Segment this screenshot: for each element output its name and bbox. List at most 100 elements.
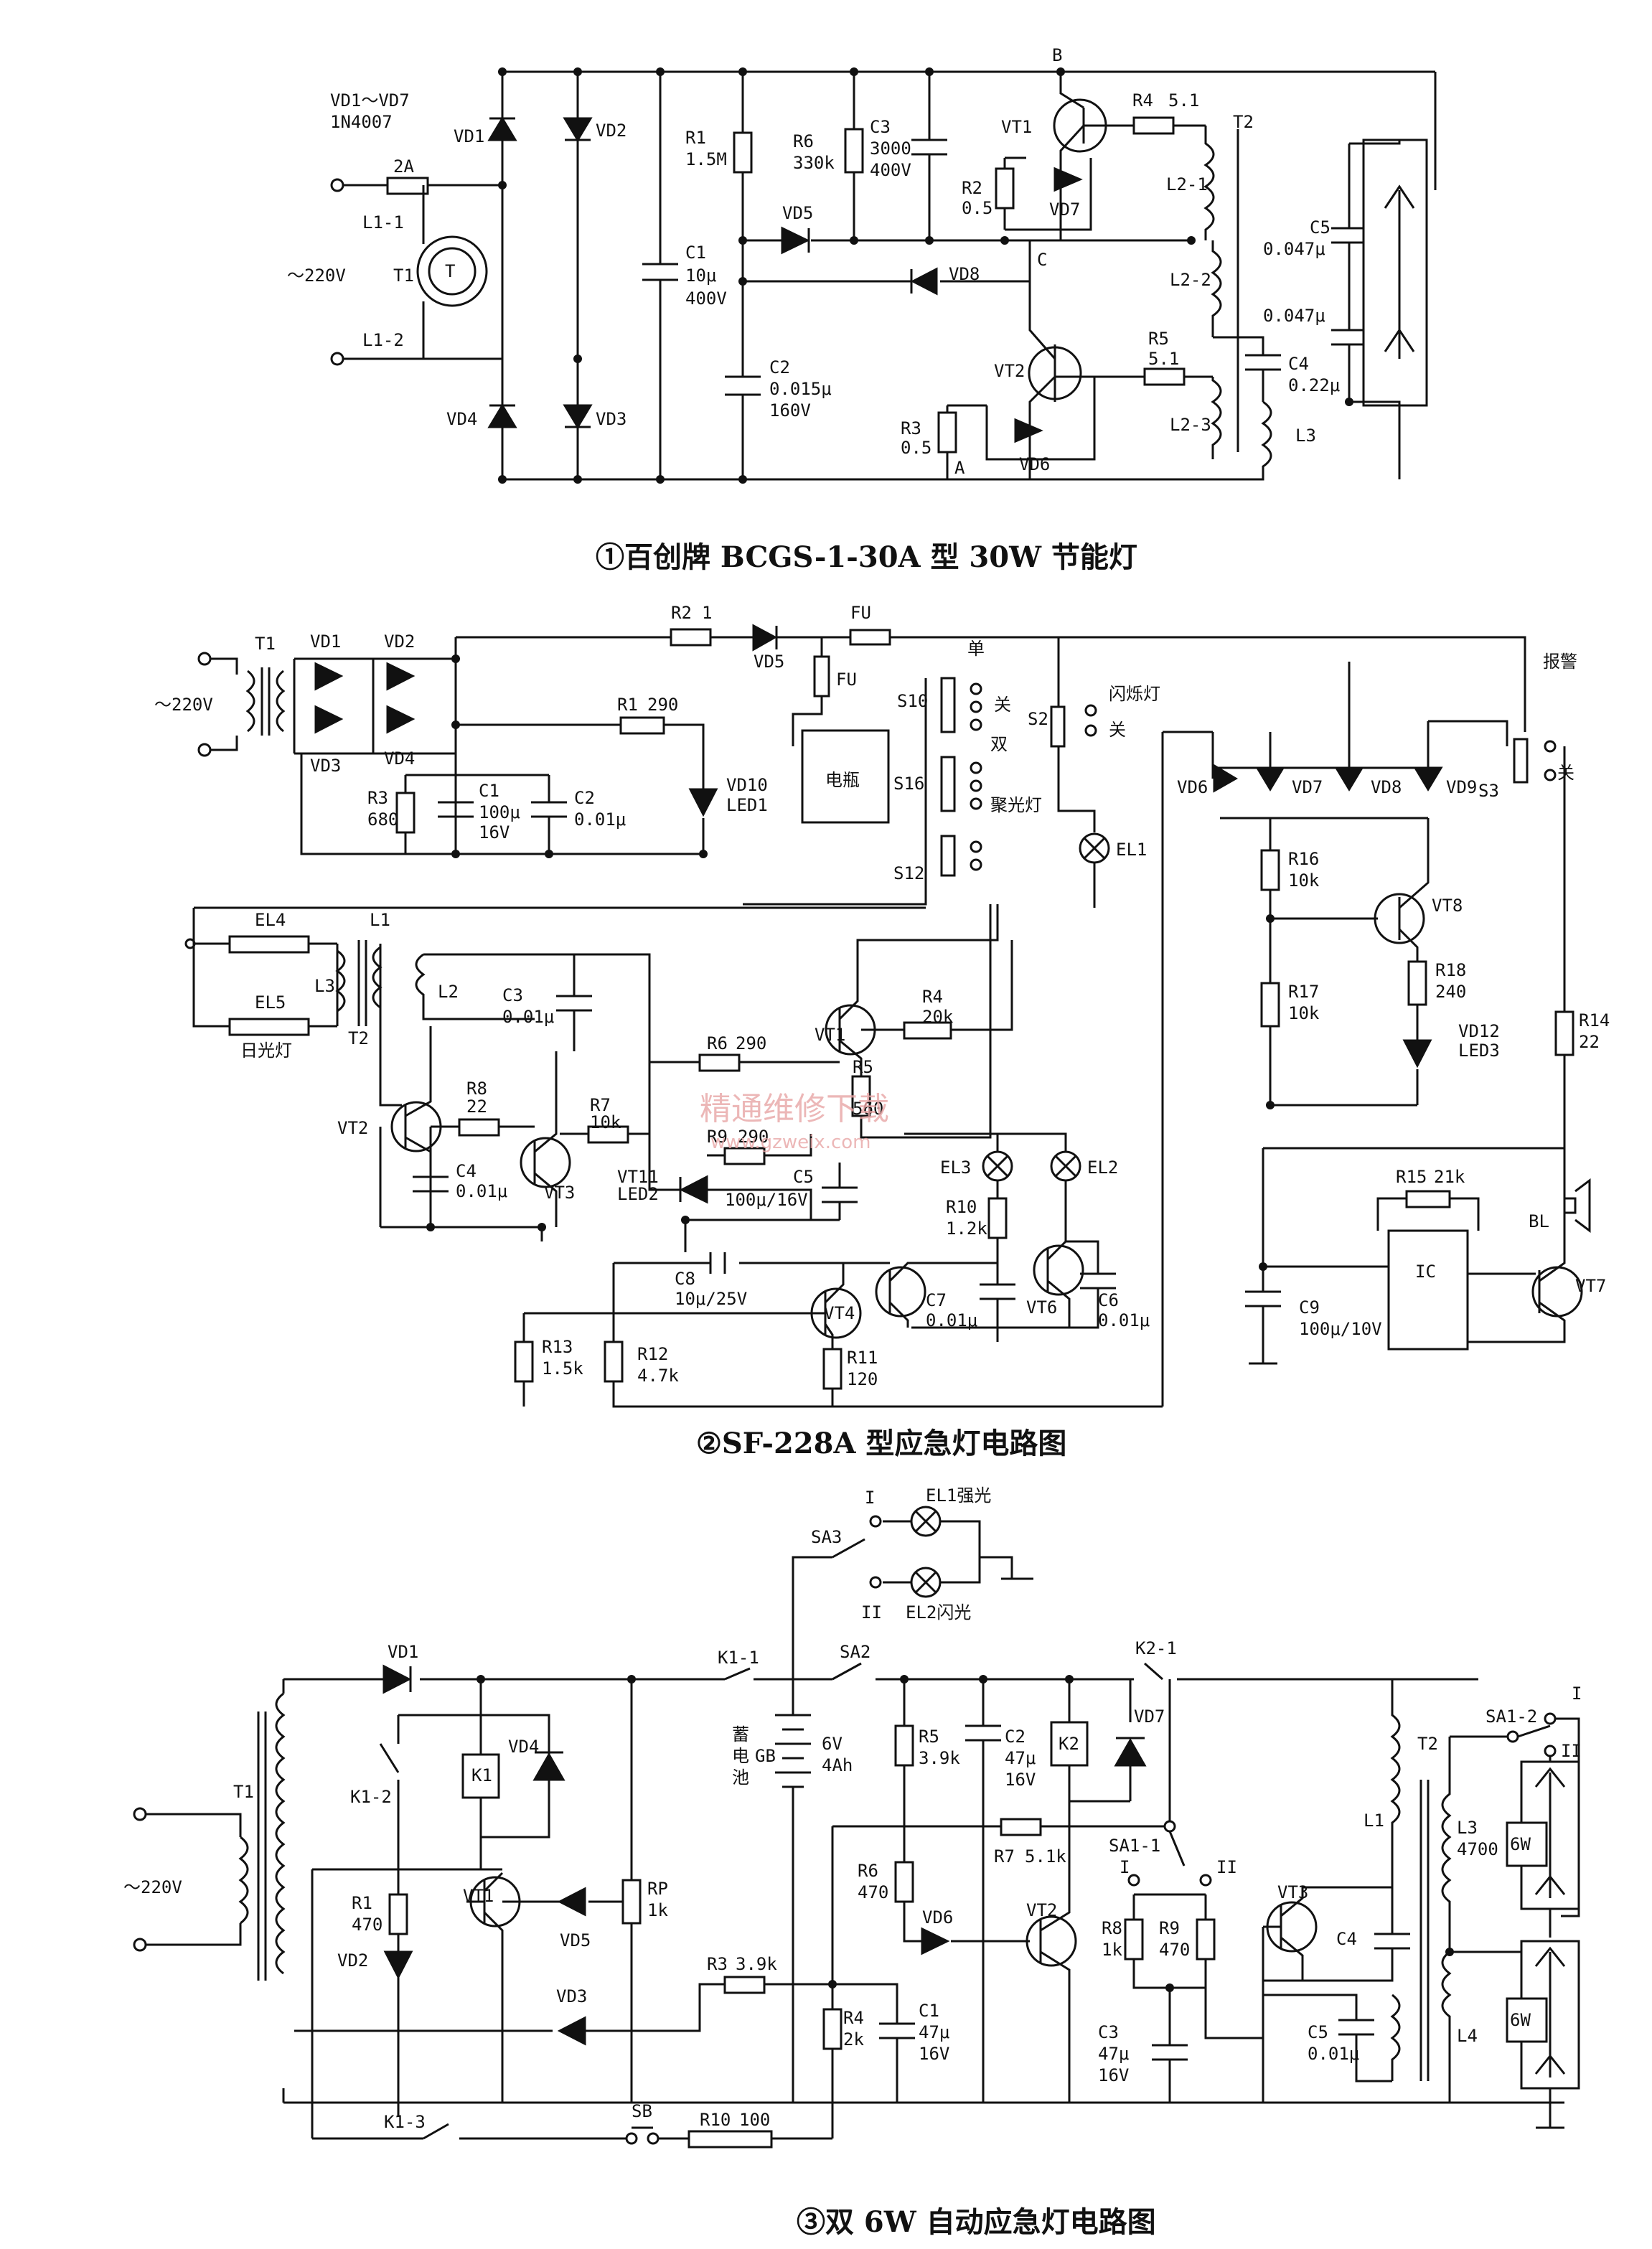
label-r8: R8 [1102,1918,1122,1938]
value-r3: 3.9k [736,1954,777,1974]
winding-l4 [1441,1950,1452,2103]
label-diode-type: 1N4007 [330,112,393,132]
resistor-r11 [822,1348,843,1390]
switch-s10 [940,677,956,733]
label-r6: R6 [858,1861,878,1881]
switch-s12 [940,835,956,877]
t1-secondary [276,670,286,733]
label-r7: R7 [590,1095,611,1115]
label-vt1: VT1 [1001,117,1032,137]
label-r14: R14 [1579,1010,1610,1030]
value-c1-cap: 100μ [479,802,520,822]
label-k1-1: K1-1 [718,1648,759,1668]
label-node-a: A [954,458,965,478]
mains-terminal-2 [330,352,344,366]
label-r4: R4 [1132,90,1153,111]
diagram-3-dual-6w-emergency-lamp: ～220V T1 VD1 K1 VD4 K1-2 R1 470 VD2 VT1 … [123,1485,1582,2239]
label-r2: R2 [671,603,692,623]
label-r1: R1 [685,128,706,148]
label-l3: L3 [1295,426,1316,446]
label-t2: T2 [1417,1734,1438,1754]
inductor-l2 [1390,1994,1401,2081]
value-c9: 100μ/10V [1299,1319,1382,1339]
value-c3-cap: 47μ [1098,2044,1129,2064]
value-c1-volt: 400V [685,288,727,309]
label-vd4: VD4 [384,748,415,769]
resistor-r9 [1196,1918,1216,1961]
fuse-2a [386,177,429,195]
resistor-r8 [458,1118,500,1137]
label-r12: R12 [637,1344,668,1364]
resistor-r4 [822,2008,843,2050]
resistor-r4 [1132,116,1175,135]
label-k2: K2 [1059,1734,1079,1754]
transistor-vt2 [1028,346,1082,400]
fuse-fu [849,629,891,646]
label-vt3: VT3 [1277,1882,1308,1902]
label-t: T [445,261,455,281]
label-el2: EL2闪光 [906,1602,971,1623]
label-vd3: VD3 [596,409,626,429]
watermark-url: www.gzweix.com [710,1132,871,1153]
value-r5: 3.9k [919,1748,960,1768]
resistor-r14 [1554,1010,1574,1056]
diode-vd3 [314,705,344,734]
label-c3: C3 [870,117,891,137]
led-vd10 [688,788,718,817]
value-r16: 10k [1288,870,1320,891]
label-s3: S3 [1478,781,1499,801]
resistor-r15 [1405,1190,1451,1208]
value-c5b: 0.047μ [1263,306,1325,326]
label-c7: C7 [926,1290,947,1310]
label-t2: T2 [348,1028,369,1048]
label-c5: C5 [1308,2022,1328,2042]
fluorescent-tube [1362,138,1428,407]
label-vd5: VD5 [754,652,784,672]
winding-l2-2 [1211,240,1222,337]
value-gb-volt: 6V [822,1734,843,1754]
resistor-r8 [1124,1918,1144,1961]
lamp-el5 [228,1018,310,1036]
value-c3: 0.01μ [502,1007,554,1027]
value-r4: 20k [922,1007,954,1027]
value-r1: 470 [352,1915,383,1935]
winding-l3 [1441,1737,1452,1952]
resistor-r10 [687,2130,773,2149]
value-r4: 5.1 [1168,90,1199,111]
value-c1-volt: 16V [919,2044,949,2064]
diode-vd6 [1213,764,1238,793]
value-r13: 1.5k [542,1358,583,1379]
label-c3: C3 [1098,2022,1119,2042]
diode-vd6 [1014,418,1043,443]
value-c2-volt: 16V [1005,1770,1036,1790]
label-vd4: VD4 [446,409,477,429]
winding-l2 [415,953,535,1020]
label-vt4: VT4 [824,1303,855,1323]
label-vt2: VT2 [337,1118,368,1138]
label-ic: IC [1415,1262,1436,1282]
label-r6: R6 [707,1033,728,1053]
label-rp: RP [647,1879,668,1899]
label-r1: R1 [352,1893,372,1913]
label-vd9: VD9 [1446,777,1477,797]
label-fu: FU [850,603,871,623]
label-spotlight: 聚光灯 [990,795,1042,815]
diode-vd8 [1334,766,1364,792]
value-r7: 10k [590,1112,621,1132]
label-vd6: VD6 [922,1907,953,1928]
label-vt11: VT11 [617,1167,659,1187]
label-el4: EL4 [255,910,286,930]
label-battery: 电瓶 [825,770,860,790]
label-vd1: VD1 [310,631,341,652]
label-l1: L1 [370,910,390,930]
label-sa1-2-i: I [1572,1684,1582,1704]
label-s12: S12 [893,863,924,883]
winding-l3 [335,949,346,1013]
label-vt2: VT2 [1026,1900,1057,1920]
label-vd2: VD2 [337,1950,368,1971]
value-c3-volt: 16V [1098,2065,1129,2085]
label-gb: GB [755,1746,776,1766]
label-s2: S2 [1028,709,1048,729]
label-sa1-1-i: I [1120,1857,1130,1877]
label-r3: R3 [901,418,921,438]
